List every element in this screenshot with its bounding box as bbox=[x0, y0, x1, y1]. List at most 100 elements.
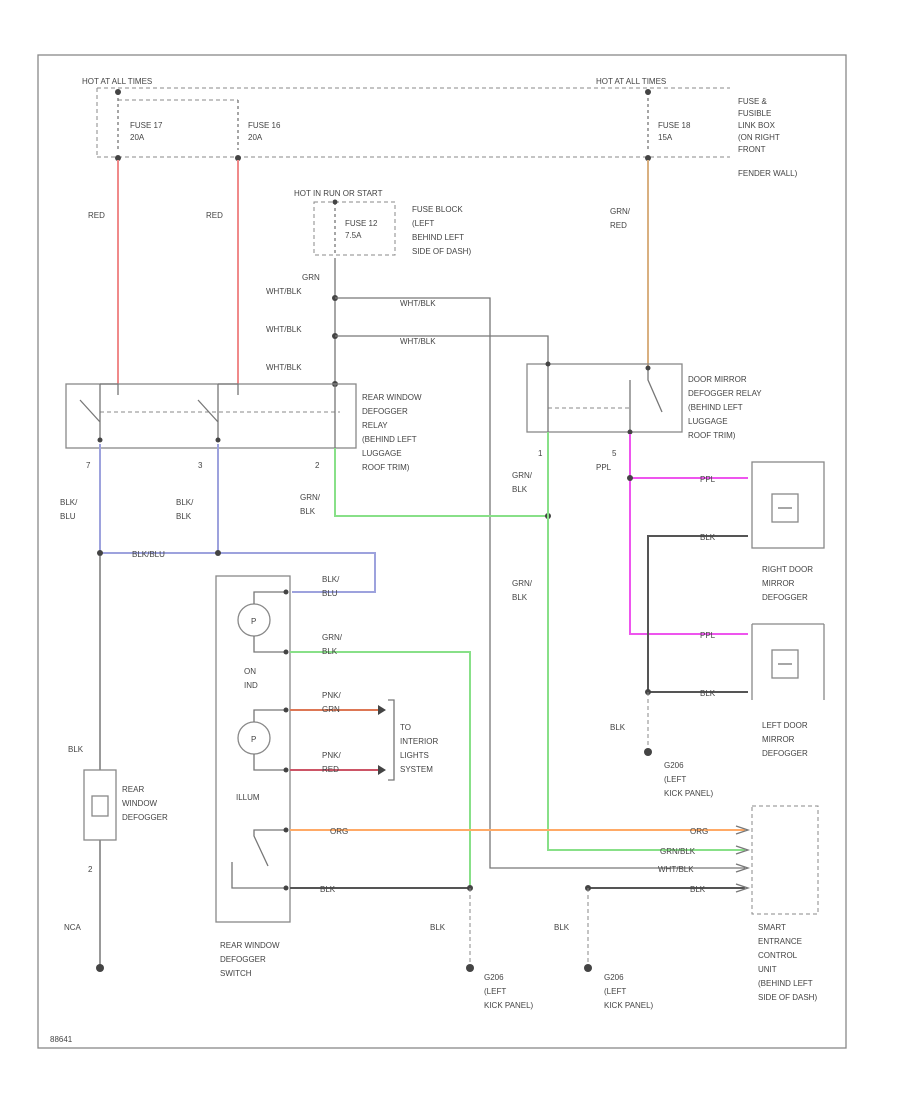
svg-text:FUSIBLE: FUSIBLE bbox=[738, 109, 771, 118]
svg-text:DOOR MIRROR: DOOR MIRROR bbox=[688, 375, 747, 384]
svg-text:KICK PANEL): KICK PANEL) bbox=[664, 789, 714, 798]
svg-text:BLK: BLK bbox=[700, 533, 716, 542]
door-relay-label: DOOR MIRROR DEFOGGER RELAY (BEHIND LEFT … bbox=[688, 375, 762, 440]
svg-text:BLK: BLK bbox=[512, 485, 528, 494]
door-mirror-defogger-relay: DOOR MIRROR DEFOGGER RELAY (BEHIND LEFT … bbox=[526, 361, 762, 458]
svg-text:ENTRANCE: ENTRANCE bbox=[758, 937, 802, 946]
svg-text:ON: ON bbox=[244, 667, 256, 676]
svg-text:BLK: BLK bbox=[430, 923, 446, 932]
svg-text:BLK: BLK bbox=[320, 885, 336, 894]
svg-text:RED: RED bbox=[322, 765, 339, 774]
diagram-frame bbox=[37, 54, 847, 1049]
rear-window-defogger: REAR WINDOW DEFOGGER bbox=[83, 769, 168, 841]
svg-text:P: P bbox=[251, 735, 256, 744]
rear-window-defogger-relay: REAR WINDOW DEFOGGER RELAY (BEHIND LEFT … bbox=[65, 383, 422, 472]
svg-text:DEFOGGER: DEFOGGER bbox=[220, 955, 266, 964]
svg-text:MIRROR: MIRROR bbox=[762, 579, 795, 588]
svg-text:IND: IND bbox=[244, 681, 258, 690]
svg-text:(LEFT: (LEFT bbox=[604, 987, 626, 996]
svg-text:WHT/BLK: WHT/BLK bbox=[266, 287, 302, 296]
fuse-block: HOT IN RUN OR START FUSE 12 7.5A FUSE BL… bbox=[294, 189, 471, 256]
svg-text:(LEFT: (LEFT bbox=[484, 987, 506, 996]
svg-text:CONTROL: CONTROL bbox=[758, 951, 798, 960]
svg-text:WHT/BLK: WHT/BLK bbox=[658, 865, 694, 874]
svg-text:LEFT DOOR: LEFT DOOR bbox=[762, 721, 808, 730]
svg-text:GRN/BLK: GRN/BLK bbox=[660, 847, 696, 856]
svg-text:PNK/: PNK/ bbox=[322, 751, 341, 760]
svg-text:SYSTEM: SYSTEM bbox=[400, 765, 433, 774]
svg-text:FUSE &: FUSE & bbox=[738, 97, 768, 106]
svg-text:BLK: BLK bbox=[610, 723, 626, 732]
hot-at-all-times-right: HOT AT ALL TIMES bbox=[596, 77, 666, 86]
fuse-box-label: FUSE & FUSIBLE LINK BOX (ON RIGHT FRONT … bbox=[738, 97, 798, 178]
wire-grn-blk-1 bbox=[334, 448, 548, 517]
svg-text:FUSE 18: FUSE 18 bbox=[658, 121, 691, 130]
rear-window-defogger-switch: P ON IND P ILLUM REAR WINDOW DEFOGGER SW… bbox=[215, 575, 291, 978]
svg-text:BLK: BLK bbox=[322, 647, 338, 656]
rear-relay-label: REAR WINDOW DEFOGGER RELAY (BEHIND LEFT … bbox=[362, 393, 422, 472]
svg-text:DEFOGGER: DEFOGGER bbox=[762, 593, 808, 602]
wire-ppl bbox=[629, 434, 748, 635]
svg-text:2: 2 bbox=[315, 461, 320, 470]
svg-text:FUSE 12: FUSE 12 bbox=[345, 219, 378, 228]
label-red-2: RED bbox=[206, 211, 223, 220]
svg-text:ROOF TRIM): ROOF TRIM) bbox=[688, 431, 736, 440]
svg-text:SIDE OF DASH): SIDE OF DASH) bbox=[758, 993, 817, 1002]
svg-text:ILLUM: ILLUM bbox=[236, 793, 260, 802]
svg-text:7: 7 bbox=[86, 461, 91, 470]
svg-text:SMART: SMART bbox=[758, 923, 786, 932]
svg-text:BLK: BLK bbox=[512, 593, 528, 602]
svg-text:SIDE OF DASH): SIDE OF DASH) bbox=[412, 247, 471, 256]
svg-text:RIGHT DOOR: RIGHT DOOR bbox=[762, 565, 813, 574]
svg-text:LIGHTS: LIGHTS bbox=[400, 751, 429, 760]
svg-text:LUGGAGE: LUGGAGE bbox=[688, 417, 728, 426]
svg-text:GRN: GRN bbox=[302, 273, 320, 282]
wire-blk-mirrors bbox=[647, 535, 748, 693]
to-interior-lights-label: TO INTERIOR LIGHTS SYSTEM bbox=[400, 723, 438, 774]
svg-text:WHT/BLK: WHT/BLK bbox=[400, 337, 436, 346]
svg-text:GRN/: GRN/ bbox=[322, 633, 343, 642]
svg-text:INTERIOR: INTERIOR bbox=[400, 737, 438, 746]
wire-grn-blk-2 bbox=[547, 432, 745, 851]
svg-text:(BEHIND LEFT: (BEHIND LEFT bbox=[758, 979, 813, 988]
svg-text:BLK: BLK bbox=[176, 512, 192, 521]
diagram-id: 88641 bbox=[50, 1035, 73, 1044]
svg-text:REAR: REAR bbox=[122, 785, 144, 794]
svg-text:PPL: PPL bbox=[596, 463, 612, 472]
svg-text:GRN/: GRN/ bbox=[610, 207, 631, 216]
svg-text:(BEHIND LEFT: (BEHIND LEFT bbox=[688, 403, 743, 412]
svg-text:15A: 15A bbox=[658, 133, 673, 142]
arrow-2-icon bbox=[378, 765, 386, 775]
svg-text:PPL: PPL bbox=[700, 631, 716, 640]
svg-text:RELAY: RELAY bbox=[362, 421, 388, 430]
svg-text:(BEHIND LEFT: (BEHIND LEFT bbox=[362, 435, 417, 444]
svg-text:1: 1 bbox=[538, 449, 543, 458]
fuse-16: FUSE 16 20A bbox=[235, 100, 281, 161]
svg-text:3: 3 bbox=[198, 461, 203, 470]
svg-text:BLK: BLK bbox=[300, 507, 316, 516]
svg-text:KICK PANEL): KICK PANEL) bbox=[604, 1001, 654, 1010]
svg-text:GRN/: GRN/ bbox=[300, 493, 321, 502]
svg-text:(LEFT: (LEFT bbox=[412, 219, 434, 228]
svg-text:7.5A: 7.5A bbox=[345, 231, 362, 240]
svg-text:ORG: ORG bbox=[690, 827, 708, 836]
hot-in-run-label: HOT IN RUN OR START bbox=[294, 189, 383, 198]
svg-text:FRONT: FRONT bbox=[738, 145, 766, 154]
svg-text:WHT/BLK: WHT/BLK bbox=[400, 299, 436, 308]
wire-blk-blu-h bbox=[100, 552, 376, 593]
svg-text:WHT/BLK: WHT/BLK bbox=[266, 363, 302, 372]
svg-text:BLK/: BLK/ bbox=[176, 498, 194, 507]
svg-text:G206: G206 bbox=[604, 973, 624, 982]
svg-text:BLK/: BLK/ bbox=[322, 575, 340, 584]
ground-g206-mid-2: G206 (LEFT KICK PANEL) bbox=[604, 973, 654, 1010]
fuse-18: FUSE 18 15A bbox=[645, 89, 691, 161]
svg-text:BLK/BLU: BLK/BLU bbox=[132, 550, 165, 559]
svg-text:BEHIND LEFT: BEHIND LEFT bbox=[412, 233, 464, 242]
svg-text:P: P bbox=[251, 617, 256, 626]
wire-grn-blk-switch bbox=[290, 651, 471, 888]
svg-text:WHT/BLK: WHT/BLK bbox=[266, 325, 302, 334]
svg-text:GRN/: GRN/ bbox=[512, 579, 533, 588]
svg-text:DEFOGGER: DEFOGGER bbox=[362, 407, 408, 416]
svg-text:LINK BOX: LINK BOX bbox=[738, 121, 776, 130]
